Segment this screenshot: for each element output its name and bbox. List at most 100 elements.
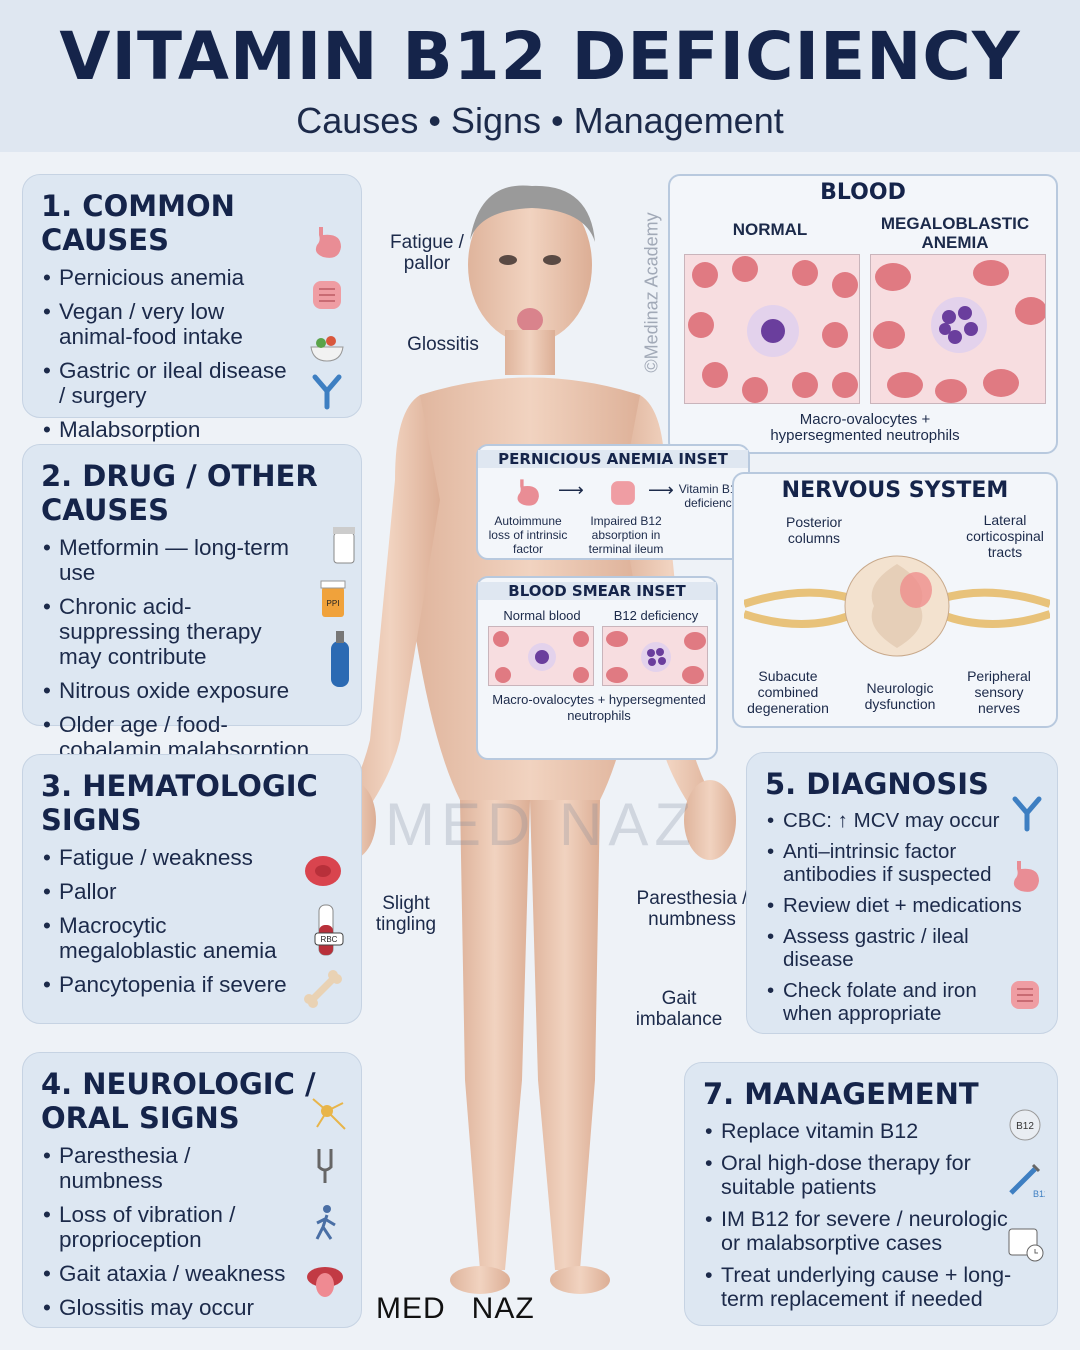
list-item: Loss of vibration / proprioception xyxy=(41,1202,343,1252)
megaloblastic-smear xyxy=(870,254,1046,404)
neurologic-label: Neurologic dysfunction xyxy=(864,680,936,712)
svg-text:PPI: PPI xyxy=(327,599,340,608)
list-item: Replace vitamin B12 xyxy=(703,1119,1039,1143)
vertical-watermark: ©Medinaz Academy xyxy=(641,212,662,373)
stomach-icon xyxy=(315,227,341,258)
lateral-label: Lateral corticospinal tracts xyxy=(966,512,1044,560)
card-diagnosis: 5. DIAGNOSIS CBC: ↑ MCV may occur Anti–i… xyxy=(746,752,1058,1034)
list-item: Gait ataxia / weakness xyxy=(41,1261,343,1286)
antibody-icon xyxy=(1012,796,1042,832)
list-item: Treat underlying cause + long-term repla… xyxy=(703,1263,1039,1311)
svg-text:B12: B12 xyxy=(1033,1189,1045,1199)
card-title: 3. HEMATOLOGIC SIGNS xyxy=(41,769,318,837)
smear-caption: Macro-ovalocytes + hypersegmented neutro… xyxy=(492,692,706,723)
normal-smear xyxy=(684,254,860,404)
food-bowl-icon xyxy=(310,336,344,362)
mouth-icon xyxy=(307,1267,343,1297)
label-glossitis: Glossitis xyxy=(407,334,479,355)
nervous-panel: NERVOUS SYSTEM Posterior columns Lateral… xyxy=(732,472,1058,728)
list-item: Anti–intrinsic factor antibodies if susp… xyxy=(765,840,1039,886)
bone-icon xyxy=(304,970,342,1008)
smear-inset: BLOOD SMEAR INSET Normal blood B12 defic… xyxy=(476,576,718,760)
normal-label: NORMAL xyxy=(732,220,808,239)
antibody-icon xyxy=(312,374,342,410)
deficiency-label: B12 deficiency xyxy=(613,608,699,623)
pill-bottle-icon xyxy=(333,527,355,564)
arrow-icon: ⟶ xyxy=(648,480,674,500)
intestine-icon xyxy=(611,481,635,505)
red-blood-cell-icon xyxy=(305,856,341,886)
list-item: Check folate and iron when appropriate xyxy=(765,979,1039,1025)
page-subtitle: Causes • Signs • Management xyxy=(296,100,784,141)
spinal-cord-illustration xyxy=(744,555,1050,657)
list-item: Review diet + medications xyxy=(765,894,1039,917)
stomach-icon xyxy=(517,479,539,506)
list-item: Assess gastric / ileal disease xyxy=(765,925,1039,971)
tuning-fork-icon xyxy=(317,1149,333,1183)
card-management: 7. MANAGEMENT Replace vitamin B12 Oral h… xyxy=(684,1062,1058,1326)
card-title: 7. MANAGEMENT xyxy=(703,1077,979,1111)
card-hematologic-signs: 3. HEMATOLOGIC SIGNS Fatigue / weakness … xyxy=(22,754,362,1024)
walking-person-icon xyxy=(315,1205,336,1240)
inset-title: BLOOD SMEAR INSET xyxy=(478,582,716,600)
list-item: IM B12 for severe / neurologic or malabs… xyxy=(703,1207,1039,1255)
intestine-icon xyxy=(313,281,341,309)
blood-caption: Macro-ovalocytes + hypersegmented neutro… xyxy=(770,411,960,444)
calendar-icon xyxy=(1008,1228,1044,1262)
step1: Autoimmune loss of intrinsic factor xyxy=(488,514,568,556)
list-item: Glossitis may occur xyxy=(41,1295,343,1320)
label-gait: Gait imbalance xyxy=(635,988,723,1030)
neuron-icon xyxy=(312,1098,346,1130)
list-item: Oral high-dose therapy for suitable pati… xyxy=(703,1151,1039,1199)
page-title: VITAMIN B12 DEFICIENCY xyxy=(59,18,1021,95)
list-item: Pallor xyxy=(41,879,343,904)
list-item: Macrocytic megaloblastic anemia xyxy=(41,913,343,963)
megaloblastic-label: MEGALOBLASTIC ANEMIA xyxy=(880,214,1030,252)
b12-tablet-icon: B12 xyxy=(1009,1109,1041,1141)
list-item: Metformin — long-term use xyxy=(41,535,343,585)
syringe-icon: B12 xyxy=(1009,1163,1045,1199)
label-fatigue: Fatigue / pallor xyxy=(390,232,464,274)
card-title: 5. DIAGNOSIS xyxy=(765,767,989,801)
card-title: 1. COMMON CAUSES xyxy=(41,189,235,257)
normal-blood-label: Normal blood xyxy=(503,608,581,623)
arrow-icon: ⟶ xyxy=(558,480,584,500)
card-neurologic-signs: 4. NEUROLOGIC / ORAL SIGNS Paresthesia /… xyxy=(22,1052,362,1328)
list-item: Vegan / very low animal-food intake xyxy=(41,299,343,349)
gas-cylinder-icon xyxy=(331,631,349,687)
list-item: Fatigue / weakness xyxy=(41,845,343,870)
list-item: Pancytopenia if severe xyxy=(41,972,343,997)
step2: Impaired B12 absorption in terminal ileu… xyxy=(588,514,664,556)
stomach-icon xyxy=(1013,861,1039,892)
panel-title: BLOOD xyxy=(820,180,906,205)
intestine-icon xyxy=(1011,981,1039,1009)
card-title: 4. NEUROLOGIC / ORAL SIGNS xyxy=(41,1067,316,1135)
header: VITAMIN B12 DEFICIENCY Causes • Signs • … xyxy=(0,0,1080,152)
inset-title: PERNICIOUS ANEMIA INSET xyxy=(478,450,748,468)
list-item: Gastric or ileal disease / surgery xyxy=(41,358,343,408)
svg-text:RBC: RBC xyxy=(321,935,338,944)
normal-smear-small xyxy=(488,626,594,686)
card-common-causes: 1. COMMON CAUSES Pernicious anemia Vegan… xyxy=(22,174,362,467)
svg-text:B12: B12 xyxy=(1016,1121,1034,1132)
blood-panel: BLOOD NORMAL MEGALOBLASTIC ANEMIA Macro-… xyxy=(668,174,1058,454)
posterior-label: Posterior columns xyxy=(785,514,843,546)
card-title: 2. DRUG / OTHER CAUSES xyxy=(41,459,318,527)
subacute-label: Subacute combined degeneration xyxy=(747,668,829,716)
peripheral-label: Peripheral sensory nerves xyxy=(967,668,1031,716)
label-paresthesia: Paresthesia / numbness xyxy=(636,888,748,930)
list-item: Chronic acid-suppressing therapy may con… xyxy=(41,594,343,669)
list-item: CBC: ↑ MCV may occur xyxy=(765,809,1039,832)
list-item: Nitrous oxide exposure xyxy=(41,678,343,703)
card-drug-causes: 2. DRUG / OTHER CAUSES Metformin — long-… xyxy=(22,444,362,762)
ppi-bottle-icon: PPI xyxy=(320,580,346,617)
blood-tube-icon: RBC xyxy=(314,904,344,956)
watermark: MED NAZ xyxy=(385,791,697,858)
list-item: Pernicious anemia xyxy=(41,265,343,290)
label-tingling: Slight tingling xyxy=(375,893,437,935)
list-item: Paresthesia / numbness xyxy=(41,1143,343,1193)
panel-title: NERVOUS SYSTEM xyxy=(781,478,1009,503)
pernicious-inset: PERNICIOUS ANEMIA INSET ⟶ ⟶ Vitamin B12 … xyxy=(476,444,750,560)
deficiency-smear-small xyxy=(602,626,708,686)
